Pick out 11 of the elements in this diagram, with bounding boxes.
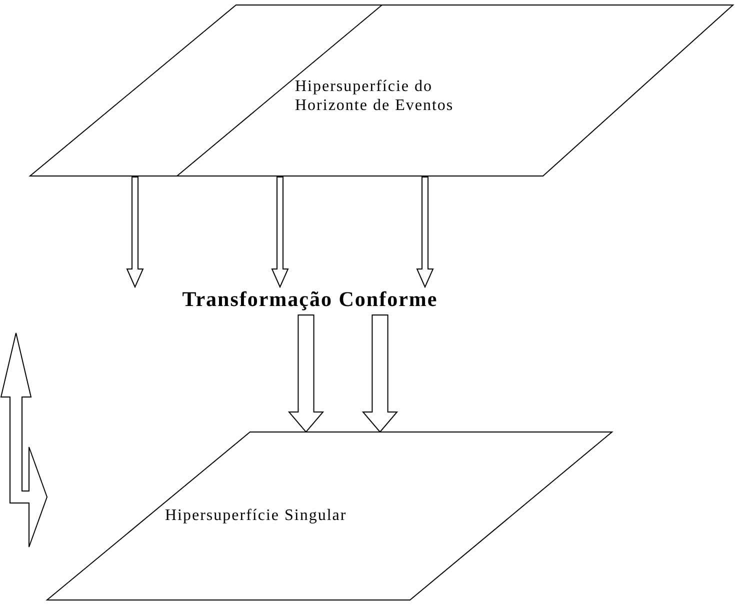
block-arrow <box>288 314 324 433</box>
parallelogram-plane <box>30 5 735 177</box>
block-arrow <box>0 332 48 548</box>
parallelogram-plane <box>47 432 613 601</box>
block-arrow <box>271 176 289 288</box>
plane-label: Hipersuperfície do Horizonte de Eventos <box>295 77 455 115</box>
heading-text: Transformação Conforme <box>181 287 439 312</box>
plane-label: Hipersuperfície Singular <box>165 506 348 525</box>
block-arrow <box>362 314 398 433</box>
block-arrow <box>416 176 434 288</box>
block-arrow <box>126 176 144 288</box>
